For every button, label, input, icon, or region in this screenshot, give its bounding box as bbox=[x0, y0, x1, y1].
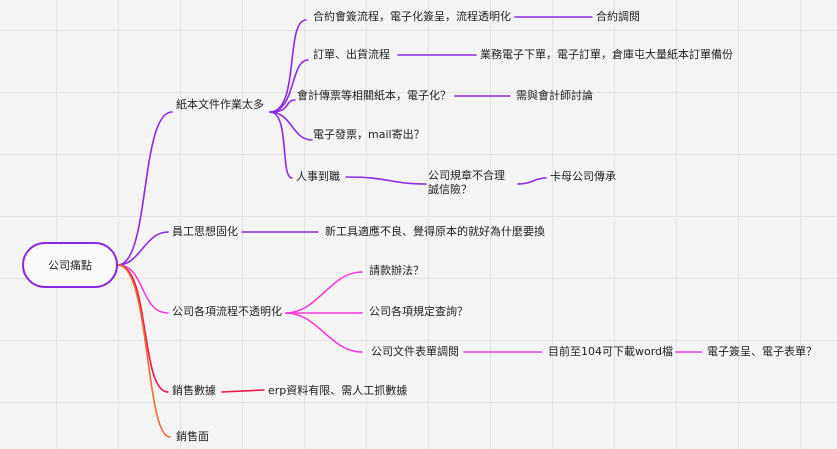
node-order-shipping[interactable]: 訂單、出貨流程 bbox=[313, 48, 390, 61]
link-c5-grandchild bbox=[517, 177, 547, 185]
node-company-rules[interactable]: 公司規章不合理 誠信險？ bbox=[428, 169, 505, 197]
node-104-download[interactable]: 目前至104可下載word檔 bbox=[548, 345, 674, 358]
link-branch1-c5 bbox=[269, 111, 293, 179]
node-rules-query[interactable]: 公司各項規定查詢？ bbox=[369, 305, 468, 318]
link-root-branch2 bbox=[117, 231, 169, 266]
node-company-rules-line1: 公司規章不合理 bbox=[428, 169, 505, 182]
node-onboarding[interactable]: 人事到職 bbox=[296, 170, 340, 183]
node-e-order[interactable]: 業務電子下單，電子訂單，倉庫屯大量紙本訂單備份 bbox=[480, 48, 733, 61]
node-company-rules-line2: 誠信險？ bbox=[428, 183, 472, 196]
link-root-branch3 bbox=[117, 264, 169, 314]
node-paper-docs[interactable]: 紙本文件作業太多 bbox=[176, 98, 264, 111]
link-branch1-c1 bbox=[269, 19, 307, 113]
node-process-opacity[interactable]: 公司各項流程不透明化 bbox=[172, 305, 282, 318]
node-sales-side[interactable]: 銷售面 bbox=[176, 430, 209, 443]
node-e-invoice[interactable]: 電子發票，mail寄出？ bbox=[313, 128, 425, 141]
node-parent-legacy[interactable]: 卡母公司傳承 bbox=[550, 170, 616, 183]
root-node[interactable]: 公司痛點 bbox=[22, 242, 118, 288]
link-branch1-c4 bbox=[269, 111, 313, 141]
link-root-branch5 bbox=[117, 264, 171, 438]
link-branch1-c2 bbox=[269, 59, 309, 113]
node-reimbursement[interactable]: 請款辦法？ bbox=[369, 264, 424, 277]
node-contract-signing[interactable]: 合約會簽流程，電子化簽呈，流程透明化 bbox=[313, 10, 511, 23]
node-contract-review[interactable]: 合約調閱 bbox=[596, 10, 640, 23]
link-branch4-child bbox=[221, 389, 265, 393]
node-erp-limited[interactable]: erp資料有限、需人工抓數據 bbox=[268, 384, 408, 397]
node-accountant-discuss[interactable]: 需與會計師討論 bbox=[516, 89, 593, 102]
node-sales-data[interactable]: 銷售數據 bbox=[172, 384, 216, 397]
node-accounting-voucher[interactable]: 會計傳票等相關紙本，電子化？ bbox=[297, 89, 451, 102]
node-new-tools[interactable]: 新工具適應不良、覺得原本的就好為什麼要換 bbox=[325, 225, 545, 238]
link-c5-child bbox=[345, 176, 427, 185]
node-employee-mindset[interactable]: 員工思想固化 bbox=[172, 225, 238, 238]
link-branch3-c1 bbox=[285, 271, 363, 314]
link-root-branch1 bbox=[117, 111, 173, 266]
node-e-forms[interactable]: 電子簽呈、電子表單？ bbox=[707, 345, 817, 358]
node-form-review[interactable]: 公司文件表單調閱 bbox=[371, 345, 459, 358]
link-branch3-c3 bbox=[285, 312, 363, 353]
